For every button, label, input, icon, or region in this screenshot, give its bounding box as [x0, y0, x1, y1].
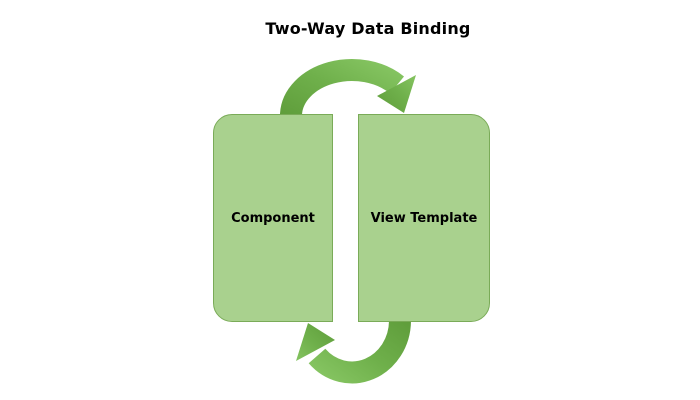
view-template-node: View Template — [358, 114, 490, 322]
component-node: Component — [213, 114, 333, 322]
bottom-cycle-arrow-icon — [296, 312, 411, 384]
top-cycle-arrow-icon — [280, 59, 416, 124]
diagram-title: Two-Way Data Binding — [265, 19, 471, 38]
view-template-node-label: View Template — [370, 210, 478, 226]
component-node-label: Component — [231, 210, 315, 226]
